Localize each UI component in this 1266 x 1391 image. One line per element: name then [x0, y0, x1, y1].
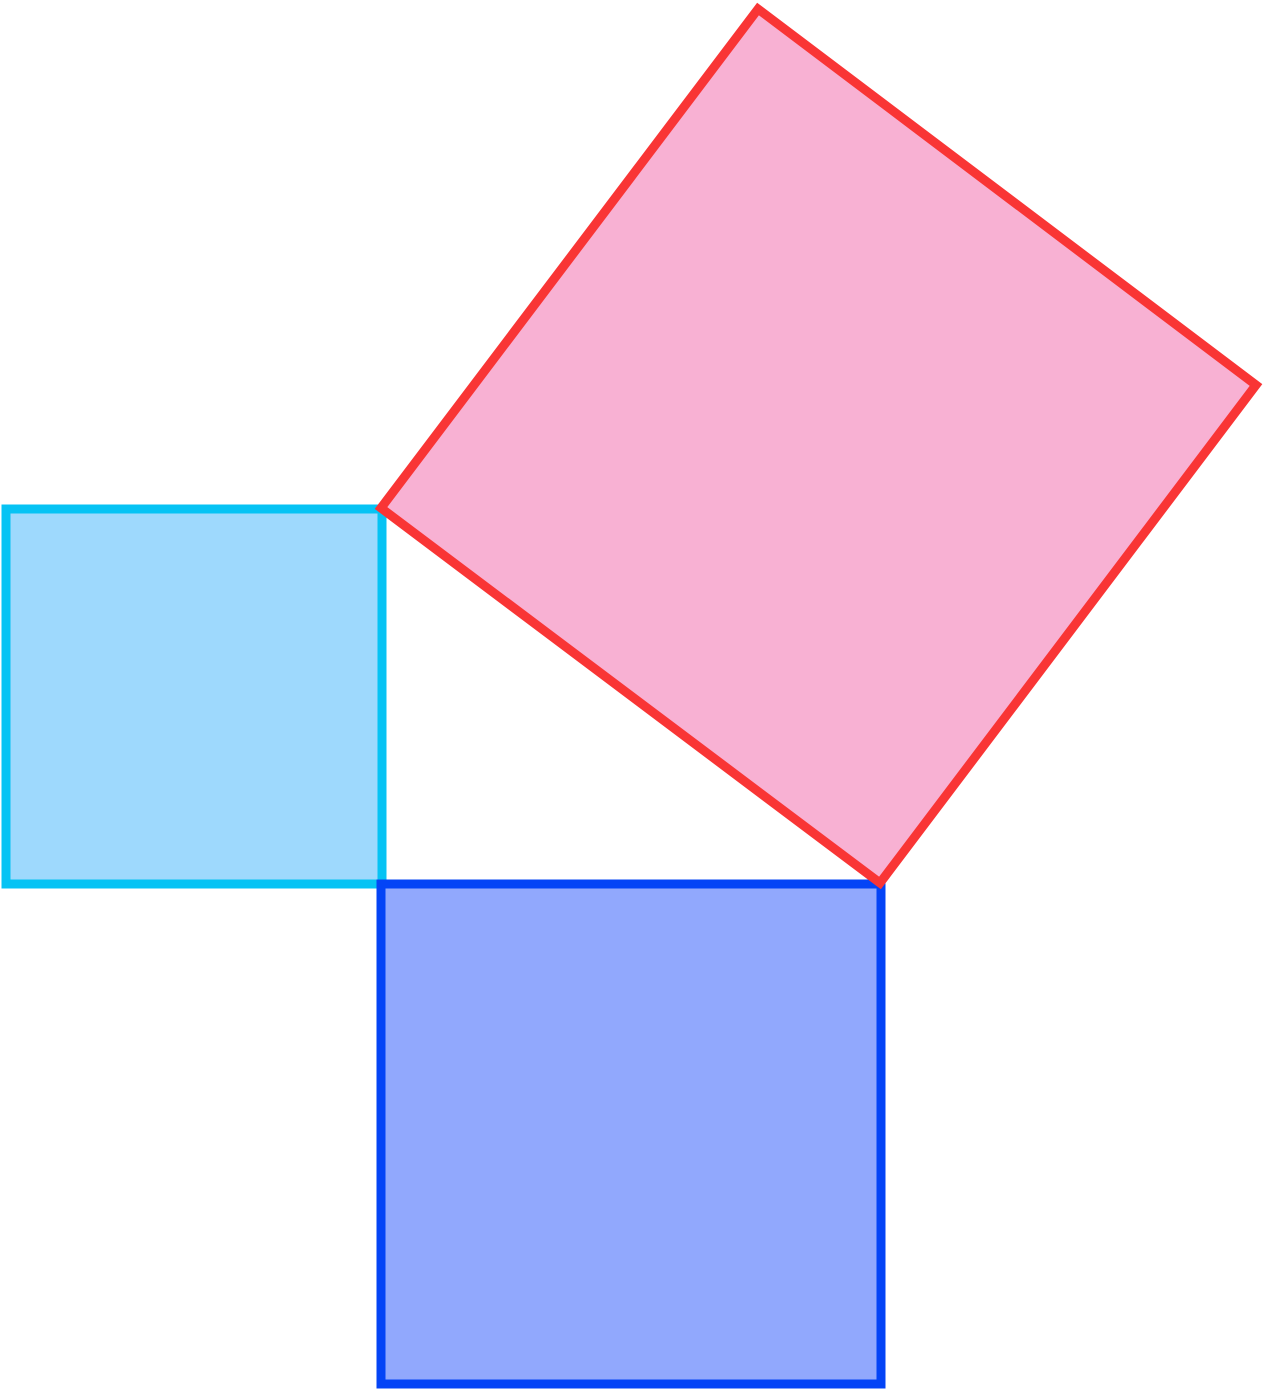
square-tilted [374, 2, 1263, 890]
square-bottom [376, 879, 886, 1389]
square-left [1, 504, 387, 889]
